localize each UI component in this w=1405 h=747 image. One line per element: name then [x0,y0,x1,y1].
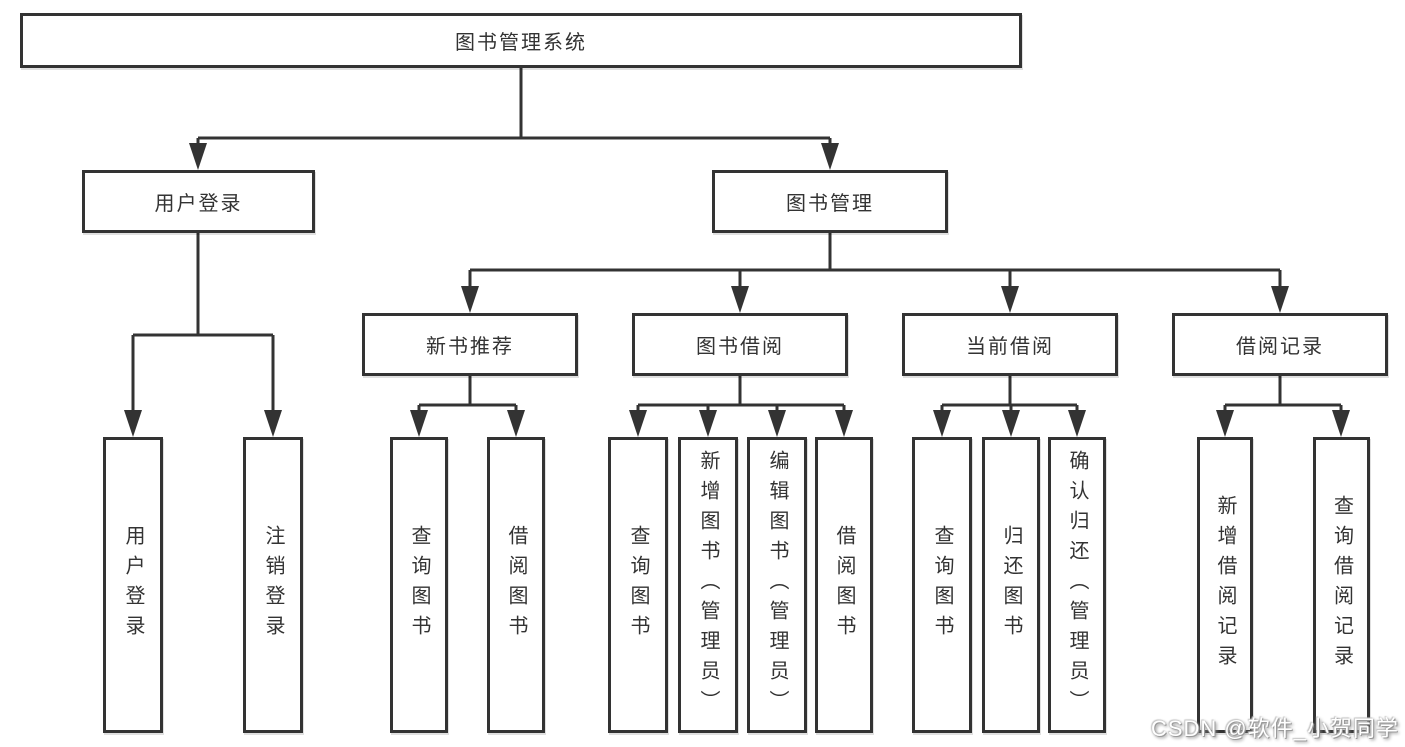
node-root-system: 图书管理系统 [20,13,1022,68]
node-label: 新书推荐 [426,336,514,358]
node-label: 借阅图书 [833,525,855,645]
node-current-borrow: 当前借阅 [902,313,1118,376]
node-label: 当前借阅 [966,336,1054,358]
node-label: 新增借阅记录 [1214,495,1236,675]
node-label: 查询借阅记录 [1330,495,1353,675]
leaf-query-borrow-record: 查询借阅记录 [1313,437,1370,733]
leaf-confirm-return-admin: 确认归还（管理员） [1048,437,1106,733]
node-book-borrow: 图书借阅 [632,313,848,376]
leaf-user-login: 用户登录 [103,437,163,733]
leaf-borrow-books-recommend: 借阅图书 [487,437,545,733]
node-label: 确认归还（管理员） [1066,450,1088,720]
leaf-query-books-borrow: 查询图书 [608,437,668,733]
node-label: 查询图书 [627,525,649,645]
leaf-borrow-books: 借阅图书 [815,437,873,733]
node-label: 用户登录 [122,525,144,645]
node-label: 图书管理 [786,193,874,215]
leaf-return-books: 归还图书 [982,437,1040,733]
node-label: 新增图书（管理员） [697,450,719,720]
leaf-edit-books-admin: 编辑图书（管理员） [747,437,807,733]
node-new-book-recommend: 新书推荐 [362,313,578,376]
node-borrow-records: 借阅记录 [1172,313,1388,376]
watermark: CSDN @软件_小贺同学 [1150,716,1399,741]
node-label: 图书管理系统 [455,32,587,54]
node-label: 借阅图书 [505,525,527,645]
node-label: 注销登录 [262,525,284,645]
leaf-add-books-admin: 新增图书（管理员） [678,437,738,733]
node-user-login: 用户登录 [82,170,315,233]
node-label: 图书借阅 [696,336,784,358]
node-label: 查询图书 [931,525,953,645]
leaf-add-borrow-record: 新增借阅记录 [1197,437,1253,733]
node-label: 用户登录 [154,193,243,215]
leaf-logout: 注销登录 [243,437,303,733]
leaf-query-books-current: 查询图书 [912,437,972,733]
node-label: 编辑图书（管理员） [766,450,788,720]
leaf-query-books-recommend: 查询图书 [390,437,448,733]
node-label: 查询图书 [408,525,430,645]
node-label: 借阅记录 [1236,336,1324,358]
node-label: 归还图书 [1000,525,1022,645]
node-book-management: 图书管理 [712,170,948,233]
